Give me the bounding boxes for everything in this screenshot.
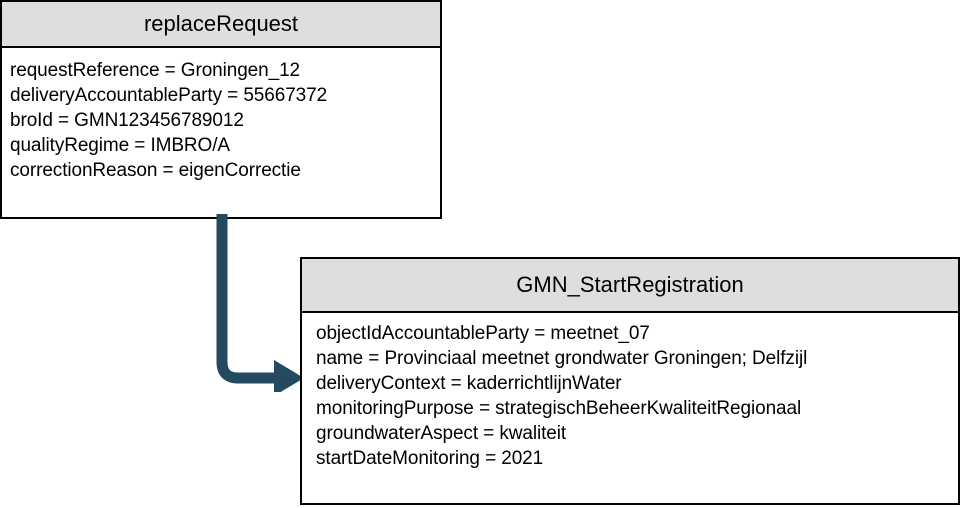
arrow-replace-request-to-gmn-start-registration — [216, 214, 304, 392]
uml-attribute-row: objectIdAccountableParty = meetnet_07 — [316, 323, 650, 344]
uml-attribute-row: deliveryContext = kaderrichtlijnWater — [316, 373, 622, 394]
uml-box-title-replace-request: replaceRequest — [2, 2, 440, 48]
uml-attribute-row: requestReference = Groningen_12 — [10, 60, 301, 81]
uml-body-replace-request: requestReference = Groningen_12 delivery… — [2, 48, 440, 193]
uml-attribute-row: name = Provinciaal meetnet grondwater Gr… — [316, 348, 808, 369]
uml-box-replace-request[interactable]: replaceRequest requestReference = Gronin… — [0, 0, 442, 219]
uml-box-gmn-start-registration[interactable]: GMN_StartRegistration objectIdAccountabl… — [300, 257, 960, 505]
uml-attribute-row: correctionReason = eigenCorrectie — [10, 160, 301, 181]
uml-attribute-row: groundwaterAspect = kwaliteit — [316, 423, 567, 444]
uml-attribute-row: deliveryAccountableParty = 55667372 — [10, 85, 328, 106]
uml-attribute-row: qualityRegime = IMBRO/A — [10, 135, 230, 156]
uml-box-title-gmn-start-registration: GMN_StartRegistration — [302, 259, 958, 313]
uml-attribute-row: broId = GMN123456789012 — [10, 110, 244, 131]
uml-body-gmn-start-registration: objectIdAccountableParty = meetnet_07 na… — [302, 313, 958, 481]
uml-attribute-row: monitoringPurpose = strategischBeheerKwa… — [316, 398, 802, 419]
uml-attribute-row: startDateMonitoring = 2021 — [316, 448, 544, 469]
